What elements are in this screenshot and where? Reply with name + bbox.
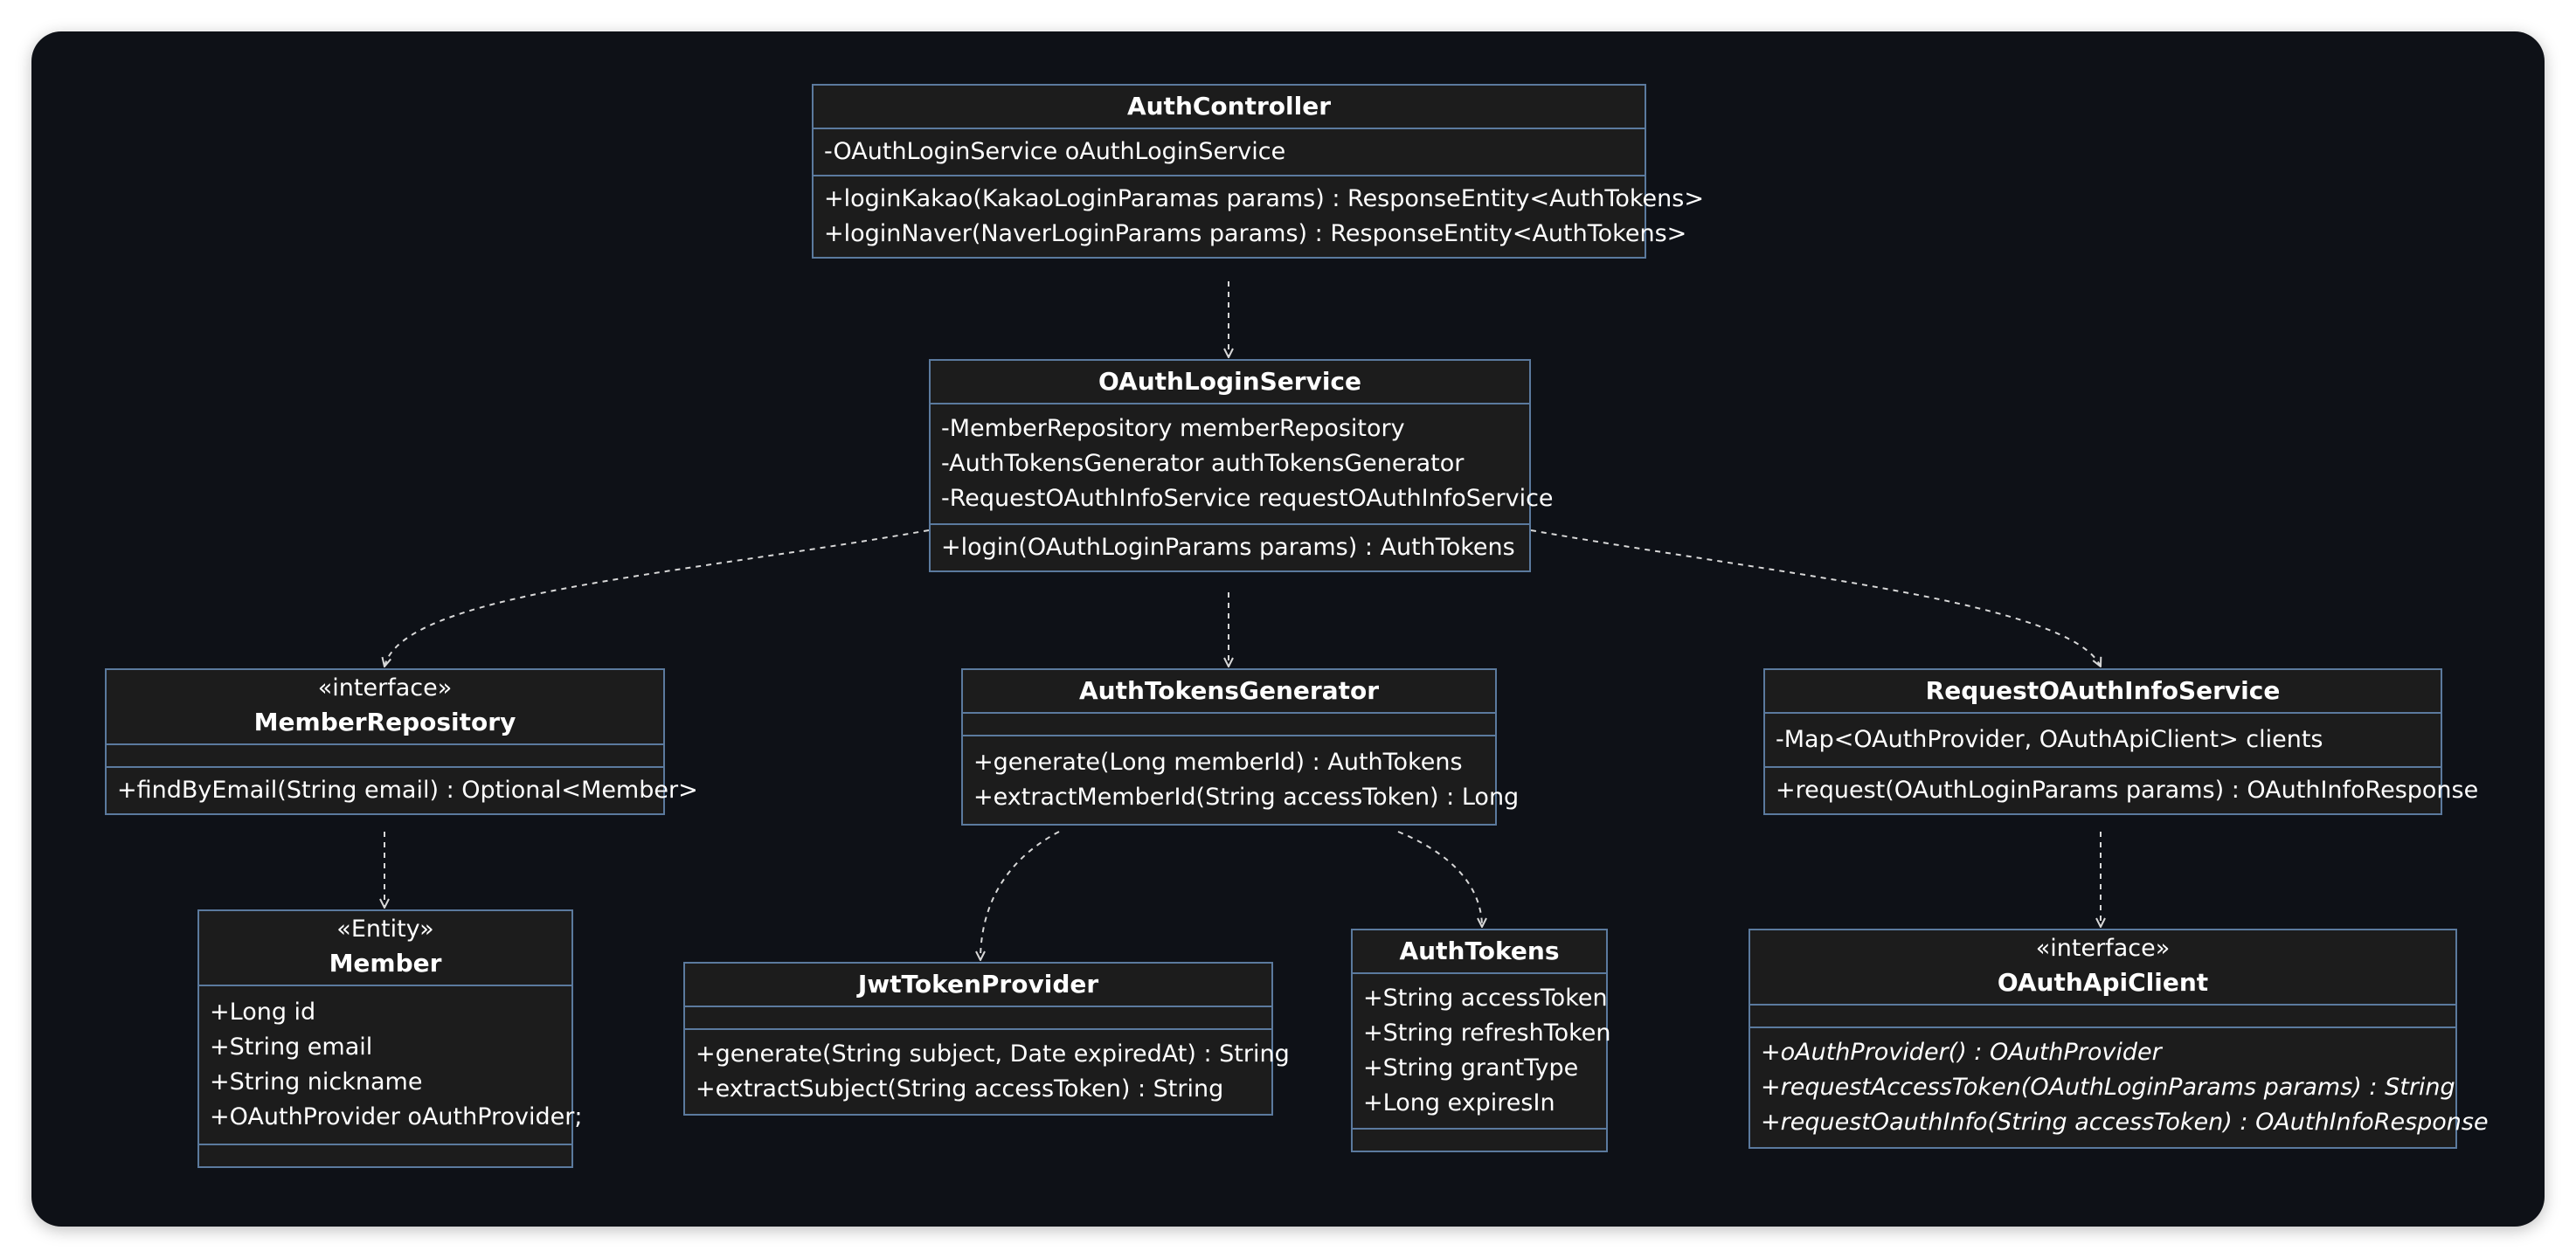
methods-section: +generate(String subject, Date expiredAt…: [685, 1028, 1290, 1114]
methods-section: +loginKakao(KakaoLoginParamas params) : …: [814, 175, 1704, 257]
methods-section: [1353, 1128, 1606, 1151]
field: -RequestOAuthInfoService requestOAuthInf…: [941, 485, 1554, 512]
class-jwt-token-provider: JwtTokenProvider +generate(String subjec…: [683, 962, 1290, 1116]
class-member-repository: «interface» MemberRepository +findByEmai…: [105, 668, 698, 815]
class-name: JwtTokenProvider: [857, 970, 1099, 999]
methods-section: +findByEmail(String email) : Optional<Me…: [107, 766, 698, 813]
field: +String accessToken: [1363, 985, 1608, 1012]
class-name: RequestOAuthInfoService: [1925, 676, 2281, 705]
method: +generate(Long memberId) : AuthTokens: [973, 749, 1463, 776]
methods-section: +login(OAuthLoginParams params) : AuthTo…: [931, 523, 1529, 570]
method: +login(OAuthLoginParams params) : AuthTo…: [941, 534, 1515, 561]
method: +findByEmail(String email) : Optional<Me…: [117, 777, 698, 804]
class-name: Member: [329, 949, 442, 978]
method: +request(OAuthLoginParams params) : OAut…: [1776, 777, 2479, 804]
class-name: AuthController: [1126, 92, 1332, 121]
field: -AuthTokensGenerator authTokensGenerator: [941, 450, 1465, 477]
methods-section: +oAuthProvider() : OAuthProvider +reques…: [1750, 1026, 2489, 1147]
method: +requestAccessToken(OAuthLoginParams par…: [1761, 1074, 2455, 1101]
methods-section: +request(OAuthLoginParams params) : OAut…: [1765, 766, 2479, 813]
fields-section: +String accessToken +String refreshToken…: [1353, 972, 1611, 1128]
class-name: AuthTokensGenerator: [1078, 676, 1380, 705]
field: +String email: [210, 1033, 373, 1061]
class-auth-tokens: AuthTokens +String accessToken +String r…: [1351, 929, 1611, 1152]
fields-section: [685, 1006, 1271, 1028]
method: +extractMemberId(String accessToken) : L…: [973, 784, 1520, 811]
fields-section: -Map<OAuthProvider, OAuthApiClient> clie…: [1765, 712, 2441, 766]
class-auth-controller: AuthController -OAuthLoginService oAuthL…: [812, 84, 1704, 259]
field: -MemberRepository memberRepository: [941, 415, 1405, 442]
fields-section: -MemberRepository memberRepository -Auth…: [931, 403, 1554, 523]
method: +generate(String subject, Date expiredAt…: [696, 1040, 1290, 1068]
fields-section: -OAuthLoginService oAuthLoginService: [814, 128, 1645, 175]
class-request-oauth-info-service: RequestOAuthInfoService -Map<OAuthProvid…: [1763, 668, 2479, 815]
class-auth-tokens-generator: AuthTokensGenerator +generate(Long membe…: [961, 668, 1520, 826]
methods-section: [199, 1144, 571, 1166]
class-name: MemberRepository: [253, 708, 516, 736]
fields-section: [107, 743, 663, 766]
stereotype-label: «interface»: [2035, 935, 2171, 962]
edge-oauthloginservice-memberrepository: [384, 529, 930, 667]
stereotype-label: «interface»: [317, 674, 453, 702]
class-oauth-api-client: «interface» OAuthApiClient +oAuthProvide…: [1748, 929, 2489, 1149]
class-member: «Entity» Member +Long id +String email +…: [197, 909, 583, 1168]
field: +String grantType: [1363, 1054, 1579, 1082]
stereotype-label: «Entity»: [336, 916, 434, 943]
method: +oAuthProvider() : OAuthProvider: [1761, 1039, 2162, 1066]
method: +loginKakao(KakaoLoginParamas params) : …: [824, 185, 1704, 212]
class-oauth-login-service: OAuthLoginService -MemberRepository memb…: [929, 359, 1554, 572]
fields-section: [1750, 1004, 2455, 1026]
class-name: OAuthApiClient: [1997, 968, 2209, 997]
method: +requestOauthInfo(String accessToken) : …: [1761, 1109, 2489, 1136]
method: +loginNaver(NaverLoginParams params) : R…: [824, 220, 1687, 247]
field: +String nickname: [210, 1068, 423, 1096]
methods-section: +generate(Long memberId) : AuthTokens +e…: [963, 735, 1520, 824]
fields-section: [963, 712, 1495, 735]
edge-authtokensgenerator-jwttokenprovider: [980, 831, 1060, 960]
field: -Map<OAuthProvider, OAuthApiClient> clie…: [1776, 726, 2323, 753]
method: +extractSubject(String accessToken) : St…: [696, 1075, 1224, 1102]
fields-section: +Long id +String email +String nickname …: [199, 985, 583, 1144]
edge-authtokensgenerator-authtokens: [1397, 831, 1482, 927]
edge-oauthloginservice-requestoauthinfoservice: [1530, 529, 2101, 667]
field: +OAuthProvider oAuthProvider;: [210, 1103, 583, 1130]
field: +Long id: [210, 999, 316, 1026]
field: -OAuthLoginService oAuthLoginService: [824, 138, 1286, 165]
field: +String refreshToken: [1363, 1020, 1611, 1047]
class-name: AuthTokens: [1399, 937, 1560, 965]
class-name: OAuthLoginService: [1098, 367, 1362, 396]
field: +Long expiresIn: [1363, 1089, 1555, 1116]
